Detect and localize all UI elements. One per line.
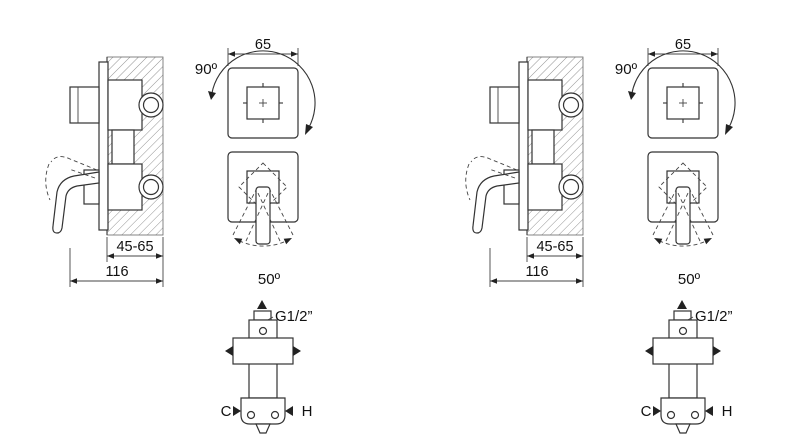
lever-alt-position xyxy=(470,156,518,171)
arc-arrow xyxy=(283,238,292,245)
arc-arrow xyxy=(208,91,216,100)
top-rotation-label: 90º xyxy=(195,61,218,78)
dim-plate-width-label: 65 xyxy=(675,37,691,53)
dim-arrow xyxy=(70,278,77,284)
front-view-bottom-plate: 50º xyxy=(227,151,299,288)
arc-arrow xyxy=(703,238,712,245)
top-valve-body xyxy=(107,79,143,131)
screw-icon xyxy=(270,410,280,420)
hot-arrow-icon xyxy=(705,406,713,416)
diverter-lever xyxy=(675,186,691,245)
valve-base xyxy=(660,397,706,425)
arc-arrow xyxy=(654,238,663,245)
base-spigot xyxy=(255,423,271,434)
screw-icon xyxy=(666,410,676,420)
top-valve-protrusion xyxy=(69,86,100,124)
top-port xyxy=(673,310,692,321)
dim-wall-depth-label: 45-65 xyxy=(116,239,153,255)
dim-arrow xyxy=(107,253,114,259)
flow-left-arrow-icon xyxy=(225,346,233,356)
dim-arrow xyxy=(156,278,163,284)
flow-up-arrow-icon xyxy=(677,300,687,309)
arc-arrow xyxy=(725,124,733,135)
hot-inlet-label: H xyxy=(302,403,313,420)
screw-icon xyxy=(690,410,700,420)
flow-left-arrow-icon xyxy=(645,346,653,356)
top-valve-protrusion xyxy=(489,86,520,124)
front-view-top-plate: 65 90º xyxy=(615,37,736,139)
swivel-arc-50 xyxy=(659,240,707,247)
valve-body-schematic: G1/2” C H xyxy=(641,300,733,434)
bottom-valve-body xyxy=(107,163,143,211)
arc-arrow xyxy=(234,238,243,245)
valve-body-schematic: G1/2” C H xyxy=(221,300,313,434)
thread-size-label: G1/2” xyxy=(695,308,733,325)
mixer-lever-side xyxy=(472,171,520,234)
dim-arrow xyxy=(490,278,497,284)
dim-total-depth-label: 116 xyxy=(525,264,548,280)
hot-inlet-label: H xyxy=(722,403,733,420)
flow-right-arrow-icon xyxy=(293,346,301,356)
top-valve-body xyxy=(527,79,563,131)
dim-arrow xyxy=(648,51,655,57)
dim-arrow xyxy=(156,253,163,259)
lever-alt-position xyxy=(50,156,98,171)
lever-swivel-label: 50º xyxy=(678,271,701,288)
bottom-valve-body xyxy=(527,163,563,211)
diverter-lever xyxy=(255,186,271,245)
dim-arrow xyxy=(711,51,718,57)
side-view: 45-65 116 xyxy=(45,56,164,287)
dim-arrow xyxy=(291,51,298,57)
valve-side-arms xyxy=(232,337,294,365)
top-port xyxy=(253,310,272,321)
mixer-lever-side xyxy=(52,171,100,234)
cold-arrow-icon xyxy=(653,406,661,416)
lever-motion-arc xyxy=(45,163,51,201)
dim-plate-width-label: 65 xyxy=(255,37,271,53)
arc-arrow xyxy=(305,124,313,135)
flow-up-arrow-icon xyxy=(257,300,267,309)
hot-arrow-icon xyxy=(285,406,293,416)
dim-arrow xyxy=(527,253,534,259)
rotation-arc-90 xyxy=(631,50,736,130)
cold-arrow-icon xyxy=(233,406,241,416)
dim-arrow xyxy=(576,278,583,284)
valve-connector xyxy=(531,129,555,165)
swivel-arc-50 xyxy=(239,240,287,247)
top-rotation-label: 90º xyxy=(615,61,638,78)
dim-wall-depth-label: 45-65 xyxy=(536,239,573,255)
screw-icon xyxy=(246,410,256,420)
knob-rotated-outline xyxy=(658,162,708,212)
lever-swivel-label: 50º xyxy=(258,271,281,288)
dim-arrow xyxy=(228,51,235,57)
dim-arrow xyxy=(576,253,583,259)
escutcheon-plate-side xyxy=(98,61,109,231)
cold-inlet-label: C xyxy=(641,403,652,420)
cold-inlet-label: C xyxy=(221,403,232,420)
valve-side-arms xyxy=(652,337,714,365)
dim-total-depth-label: 116 xyxy=(105,264,128,280)
thread-size-label: G1/2” xyxy=(275,308,313,325)
knob-rotated-outline xyxy=(238,162,288,212)
valve-connector xyxy=(111,129,135,165)
front-view-bottom-plate: 50º xyxy=(647,151,719,288)
lever-motion-arc xyxy=(465,163,471,201)
arc-arrow xyxy=(628,91,636,100)
mixer-installation-drawing-right: 45-65 116 65 90º xyxy=(465,37,736,434)
rotation-arc-90 xyxy=(211,50,316,130)
mixer-installation-drawing-left: 45-65 116 65 90º xyxy=(45,37,316,434)
base-spigot xyxy=(675,423,691,434)
flow-right-arrow-icon xyxy=(713,346,721,356)
front-view-top-plate: 65 90º xyxy=(195,37,316,139)
escutcheon-plate-side xyxy=(518,61,529,231)
side-view: 45-65 116 xyxy=(465,56,584,287)
valve-base xyxy=(240,397,286,425)
